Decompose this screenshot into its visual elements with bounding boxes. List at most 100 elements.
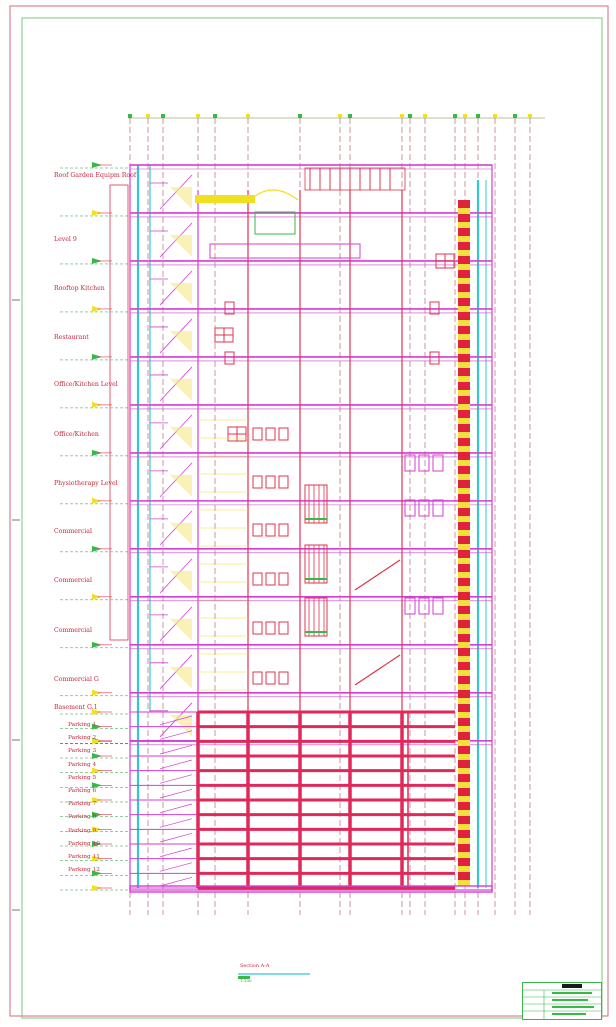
facade-panel-red (458, 816, 470, 824)
parking-label: Parking 3 (68, 748, 97, 755)
parking-label: Parking 7 (68, 801, 97, 808)
level-arrow (92, 738, 102, 745)
facade-panel-red (458, 606, 470, 614)
door (404, 454, 416, 472)
facade-panel-yellow (458, 390, 470, 396)
facade-panel-yellow (458, 572, 470, 578)
escalator (304, 597, 328, 637)
floor-label: Restaurant (54, 334, 89, 341)
floor-label: Office/Kitchen Level (54, 381, 118, 388)
facade-panel-red (458, 214, 470, 222)
facade-panel-red (458, 760, 470, 768)
window (278, 523, 289, 537)
level-arrow (92, 826, 102, 833)
facade-panel-yellow (458, 236, 470, 242)
roof-plant-box (254, 211, 296, 235)
parking-label: Parking 4 (68, 761, 97, 768)
facade-panel-red (458, 830, 470, 838)
window-grid (227, 426, 247, 442)
floor-label: Basement G.1 (54, 704, 98, 711)
facade-panel-yellow (458, 838, 470, 844)
facade-panel-red (458, 200, 470, 208)
level-arrow (92, 709, 102, 715)
facade-panel-yellow (458, 488, 470, 494)
grid-marker (348, 114, 352, 118)
window (278, 427, 289, 441)
parking-ramp (159, 876, 193, 887)
top-grid-markers (128, 114, 532, 118)
facade-panel-yellow (458, 544, 470, 550)
parking-label: Parking 6 (68, 788, 97, 794)
facade-panel-yellow (458, 264, 470, 270)
parking-label: Parking 8 (68, 814, 97, 821)
floor-label: Commercial G (54, 676, 99, 683)
window (265, 475, 276, 489)
facade-panel-yellow (458, 726, 470, 732)
facade-panel-yellow (458, 320, 470, 326)
foundation (129, 885, 493, 893)
facade-panel-red (458, 312, 470, 320)
facade-panel-yellow (458, 502, 470, 508)
facade-panel-yellow (458, 740, 470, 746)
level-arrow (92, 767, 102, 774)
level-arrow (92, 545, 102, 552)
parking-ramp (159, 818, 193, 828)
window (224, 301, 235, 315)
facade-panel-yellow (458, 670, 470, 676)
facade-panel-yellow (458, 474, 470, 480)
level-arrow (92, 305, 102, 312)
level-arrow (92, 449, 102, 456)
facade-panel-red (458, 410, 470, 418)
level-arrow (92, 641, 102, 648)
window (265, 523, 276, 537)
door (418, 499, 430, 517)
facade-panel-yellow (458, 292, 470, 298)
floor-label: Commercial (54, 627, 92, 634)
stair-hatch (170, 570, 192, 593)
facade-panel-red (458, 634, 470, 642)
parking-ramp (159, 803, 193, 814)
facade-panel-yellow (458, 656, 470, 662)
section-scale: 1:100 (240, 978, 252, 983)
window (278, 671, 289, 685)
grid-marker (338, 114, 342, 118)
level-arrow (92, 593, 102, 600)
facade-panel-red (458, 746, 470, 754)
facade-panel-yellow (458, 306, 470, 312)
ramp (354, 654, 401, 686)
door (432, 454, 444, 472)
level-arrow (92, 870, 102, 877)
facade-panel-red (458, 228, 470, 236)
parking-label: Parking 9 (68, 827, 97, 834)
door (418, 454, 430, 472)
facade-panel-yellow (458, 796, 470, 802)
escalator (304, 544, 328, 584)
facade-panel-red (458, 466, 470, 474)
parking-label: Parking 11 (68, 854, 100, 860)
facade-panel-yellow (458, 432, 470, 438)
parking-ramp (159, 862, 193, 872)
roof-structure (304, 167, 406, 191)
facade-panel-yellow (458, 768, 470, 774)
grid-marker (298, 114, 302, 118)
facade-panel-yellow (458, 404, 470, 410)
parking-ramp (159, 744, 193, 755)
parking-ramp (159, 715, 193, 726)
grid-marker (146, 114, 150, 118)
grid-marker (246, 114, 250, 118)
door (404, 499, 416, 517)
level9-beam (209, 243, 361, 259)
escalator (304, 484, 328, 524)
facade-panel-red (458, 564, 470, 572)
stair-hatch (170, 282, 192, 305)
grid-marker (161, 114, 165, 118)
window-grid (214, 327, 234, 343)
facade-panel-yellow (458, 852, 470, 858)
grid-marker (128, 114, 132, 118)
level-arrow (92, 841, 102, 847)
window (252, 475, 263, 489)
level-arrow (92, 689, 102, 696)
facade-panel-red (458, 774, 470, 782)
facade-panel-red (458, 802, 470, 810)
